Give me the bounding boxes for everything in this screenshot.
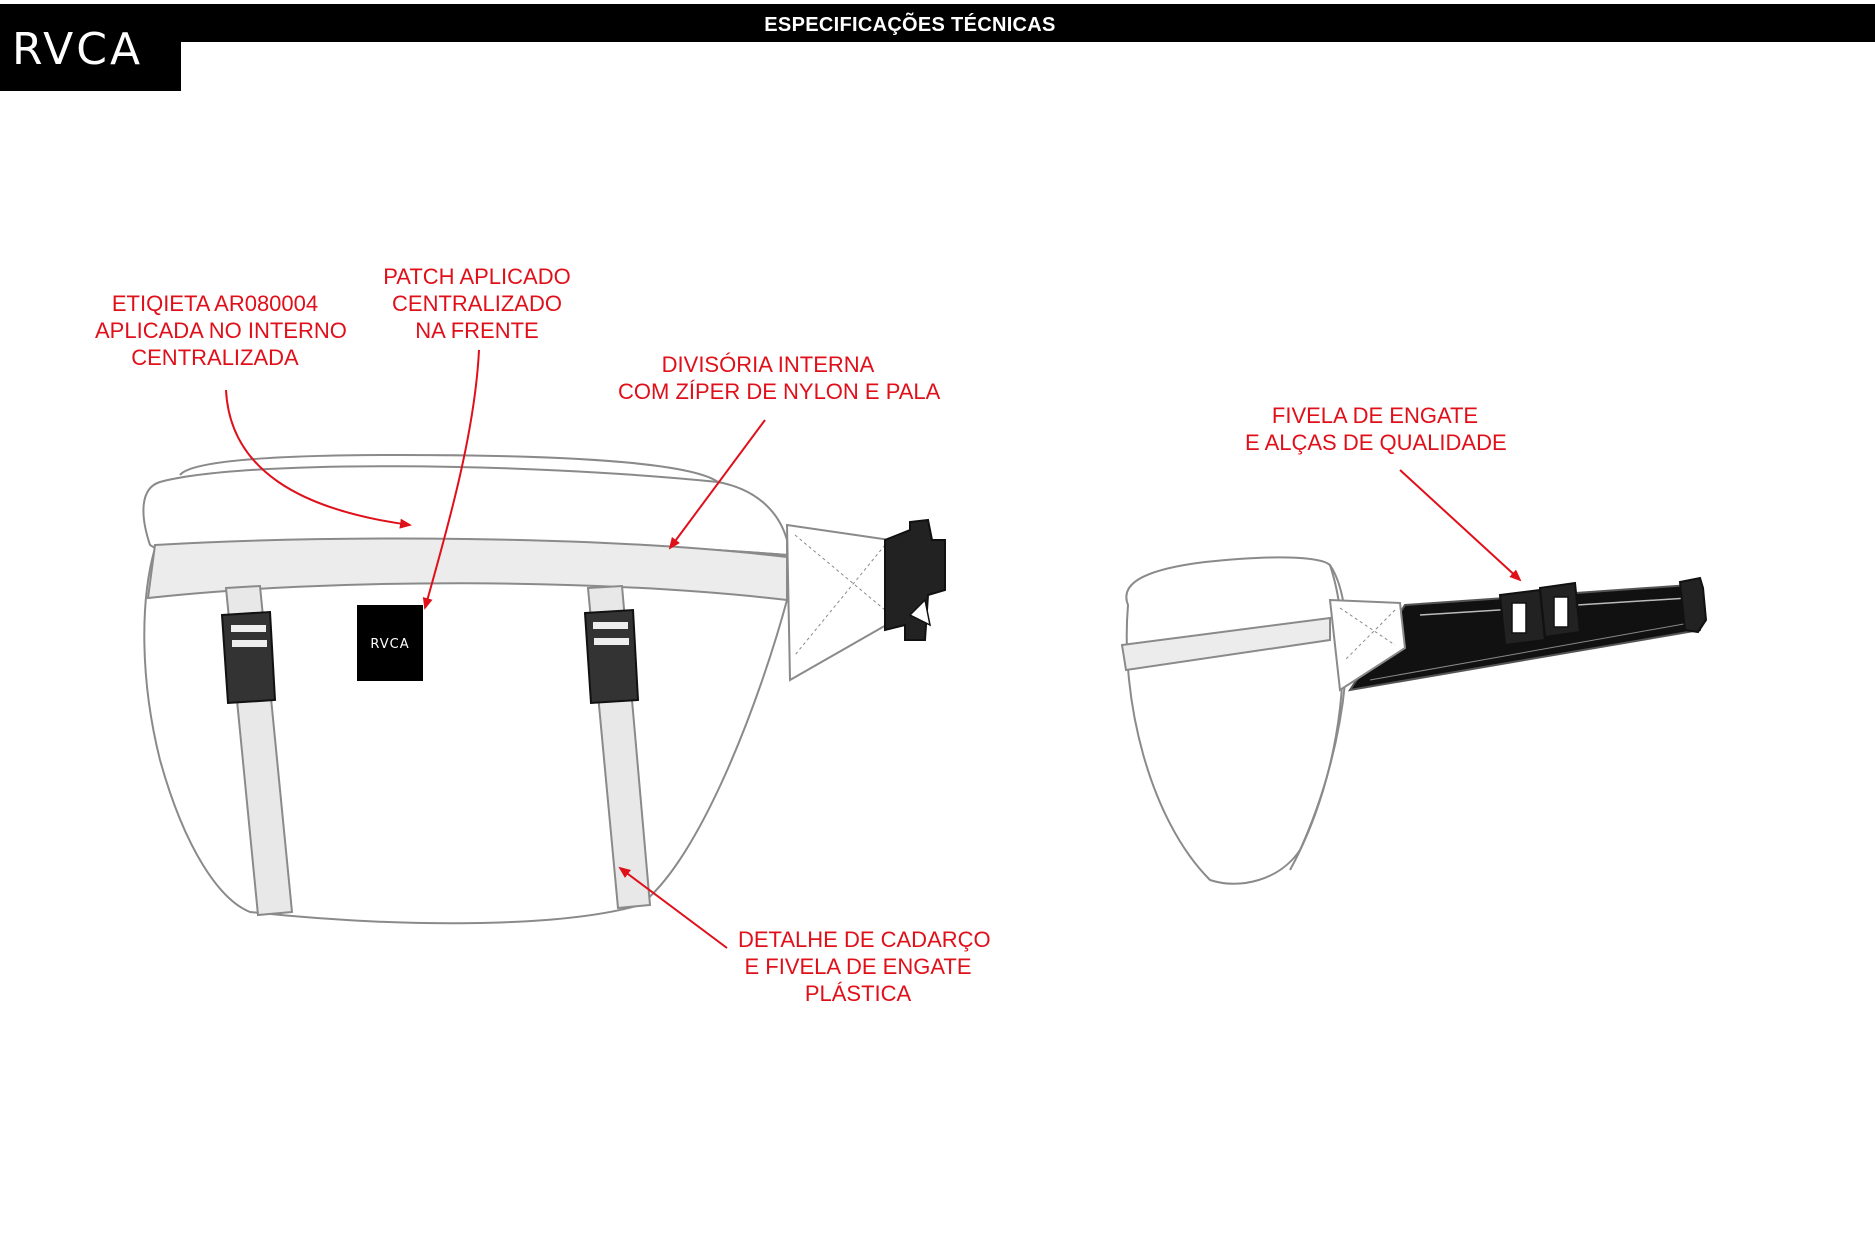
callout-patch-line-1: PATCH APLICADO <box>383 264 571 289</box>
front-bag-patch-text: RVCA <box>370 637 409 652</box>
callout-patch-line-2: CENTRALIZADO <box>392 291 562 316</box>
front-bag-side-buckle <box>884 518 946 641</box>
front-view-bag: RVCA <box>142 453 946 925</box>
side-bag-body <box>1125 556 1348 885</box>
front-bag-patch <box>357 605 423 681</box>
callout-divisoria-line-2: COM ZÍPER DE NYLON E PALA <box>618 379 941 404</box>
side-view-bag <box>1120 556 1708 885</box>
callout-fivela: FIVELA DE ENGATE E ALÇAS DE QUALIDADE <box>1245 402 1507 456</box>
side-bag-strap-end-clip <box>1678 576 1708 634</box>
arrow-detalhe <box>618 866 728 949</box>
front-bag-left-buckle <box>220 610 277 705</box>
brand-logo: RVCA <box>0 4 181 91</box>
callout-etiqueta-line-1: ETIQIETA AR080004 <box>111 291 319 316</box>
brand-logo-text: RVCA <box>12 24 144 75</box>
callout-divisoria-line-1: DIVISÓRIA INTERNA <box>661 352 875 377</box>
callout-patch-line-3: NA FRENTE <box>415 318 539 343</box>
side-bag-wing <box>1328 598 1407 692</box>
arrow-divisoria <box>668 419 766 550</box>
arrow-etiqueta <box>225 389 412 529</box>
callout-detalhe: DETALHE DE CADARÇO E FIVELA DE ENGATE PL… <box>738 926 991 1007</box>
side-bag-center-buckle <box>1498 581 1582 647</box>
callout-fivela-line-1: FIVELA DE ENGATE <box>1271 403 1479 428</box>
arrow-patch <box>422 349 480 610</box>
callout-etiqueta-line-2: APLICADA NO INTERNO <box>95 318 347 343</box>
callout-fivela-line-2: E ALÇAS DE QUALIDADE <box>1245 430 1507 455</box>
callout-divisoria: DIVISÓRIA INTERNA COM ZÍPER DE NYLON E P… <box>618 351 941 405</box>
callout-etiqueta-line-3: CENTRALIZADA <box>131 345 299 370</box>
front-bag-side-wing <box>785 523 897 682</box>
callout-etiqueta: ETIQIETA AR080004 APLICADA NO INTERNO CE… <box>95 290 347 371</box>
page-title: ESPECIFICAÇÕES TÉCNICAS <box>764 14 1056 36</box>
annotation-arrows <box>225 349 1522 949</box>
side-bag-zipper-band <box>1120 616 1331 672</box>
arrow-fivela <box>1399 469 1522 582</box>
header-bar: ESPECIFICAÇÕES TÉCNICAS <box>0 4 1875 42</box>
front-bag-zipper-band <box>146 537 788 602</box>
callout-detalhe-line-2: E FIVELA DE ENGATE <box>744 954 972 979</box>
callout-detalhe-line-1: DETALHE DE CADARÇO <box>738 927 991 952</box>
callout-detalhe-line-3: PLÁSTICA <box>804 981 912 1006</box>
front-bag-right-buckle <box>583 608 640 705</box>
callout-patch: PATCH APLICADO CENTRALIZADO NA FRENTE <box>377 263 577 344</box>
